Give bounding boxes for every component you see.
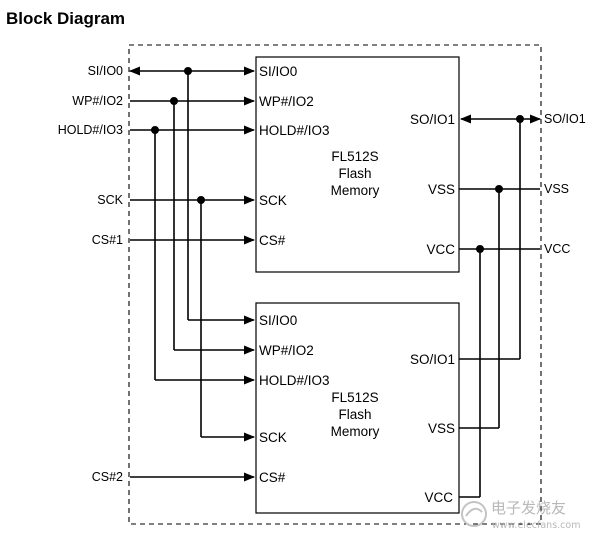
top-pin-vcc: VCC [426,242,455,257]
junction-dot-so [516,115,524,123]
top-pin-sck: SCK [259,193,287,208]
package-outline [128,44,542,525]
top-pin-wp: WP#/IO2 [259,94,314,109]
top-pin-si: SI/IO0 [259,64,297,79]
bottom-pin-sck: SCK [259,430,287,445]
top-pin-so: SO/IO1 [410,112,455,127]
top-chip-name-line1: FL512S [331,149,378,164]
diagram-title: Block Diagram [6,9,125,28]
watermark: 电子发烧友 www.elecfans.com [461,499,580,531]
ext-label-vss: VSS [544,182,569,196]
junction-dot-vcc [476,245,484,253]
watermark-url: www.elecfans.com [492,520,580,531]
top-chip-name-line2: Flash [338,166,371,181]
junction-dot-wp [170,97,178,105]
bottom-pin-so: SO/IO1 [410,352,455,367]
junction-dot-si [184,67,192,75]
junction-dot-hold [151,126,159,134]
ext-label-cs1: CS#1 [92,233,123,247]
junction-dot-sck [197,196,205,204]
bottom-pin-hold: HOLD#/IO3 [259,373,330,388]
flash-chip-top [255,56,460,273]
top-pin-hold: HOLD#/IO3 [259,123,330,138]
ext-label-vcc: VCC [544,242,570,256]
bottom-pin-vcc: VCC [424,490,453,505]
top-pin-cs: CS# [259,233,286,248]
junction-dots [151,67,524,253]
ext-label-so: SO/IO1 [544,112,586,126]
flash-chip-bottom [255,302,460,514]
top-pin-vss: VSS [428,182,455,197]
bottom-pin-si: SI/IO0 [259,313,297,328]
ext-label-sck: SCK [97,193,123,207]
bottom-chip-name-line2: Flash [338,407,371,422]
watermark-logo-icon [461,501,487,527]
ext-label-hold: HOLD#/IO3 [58,123,123,137]
top-chip-name-line3: Memory [331,183,380,198]
ext-label-wp: WP#/IO2 [72,94,123,108]
bottom-pin-cs: CS# [259,470,286,485]
ext-label-si: SI/IO0 [88,64,123,78]
bottom-chip-name-line1: FL512S [331,390,378,405]
ext-label-cs2: CS#2 [92,470,123,484]
watermark-chinese: 电子发烧友 [491,499,566,517]
bottom-chip-name-line3: Memory [331,424,380,439]
bottom-pin-wp: WP#/IO2 [259,343,314,358]
junction-dot-vss [495,185,503,193]
wires [128,66,542,498]
bottom-pin-vss: VSS [428,421,455,436]
